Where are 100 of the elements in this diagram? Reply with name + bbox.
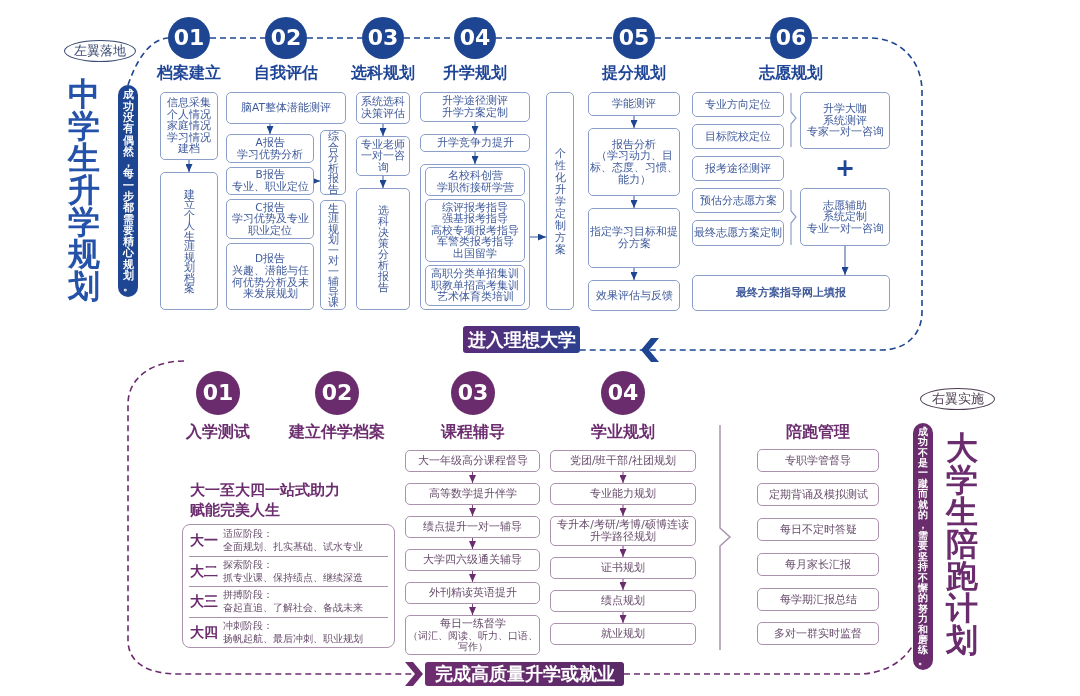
step-box: 目标院校定位 <box>692 124 784 149</box>
year-label: 大一 <box>190 532 218 549</box>
vertical-box: 选科决策分析报告 <box>356 188 410 310</box>
item-text: 高校专项报考指导 <box>431 224 519 237</box>
step-box <box>425 199 525 262</box>
stage-name: 冲刺阶段： <box>223 619 273 631</box>
item-text: 学习优势及专业职业定位 <box>230 213 310 237</box>
item-text: 军警类报考指导 <box>436 236 514 248</box>
item-text: 升学途径测评 <box>442 95 508 107</box>
step-box: 外刊精读英语提升 <box>405 582 540 604</box>
motto-pill: 成功不是一蹴而就的，需要坚持不懈的努力和磨练。 <box>913 423 933 670</box>
item-text: 系统定制 <box>823 211 867 223</box>
group-box <box>420 164 530 310</box>
step-box: 指定学习目标和提分方案 <box>588 208 680 268</box>
item-text: 系统测评 <box>823 114 867 127</box>
item-text: 家庭情况 <box>167 120 211 132</box>
step-heading: 学业规划 <box>591 422 655 442</box>
item-text: 升学大咖 <box>823 103 867 115</box>
year-label: 大二 <box>190 562 218 579</box>
step-box: 效果评估与反馈 <box>588 280 680 311</box>
section-title: 中学生升学规划 <box>66 78 101 304</box>
item-text: B报告 <box>255 169 285 181</box>
section-title: 大学生陪跑计划 <box>944 432 979 658</box>
item-text: 专家一对一咨询 <box>806 126 884 138</box>
step-box <box>160 92 218 160</box>
stage-name: 拼搏阶段： <box>223 589 273 601</box>
step-box: 大一年级高分课程督导 <box>405 450 540 472</box>
step-box: 绩点提升一对一辅导 <box>405 516 540 538</box>
stage-table <box>182 524 395 648</box>
item-text: 职教单招高考集训 <box>431 279 519 292</box>
item-text: 兴趣、潜能与任何优势分析及未来发展规划 <box>230 264 310 300</box>
step-heading: 选科规划 <box>351 63 415 83</box>
vertical-box: 综合分析报告 <box>320 130 346 195</box>
step-box: 专业老师一对一咨询 <box>356 136 410 176</box>
vertical-box: 生涯规划一对一辅导课 <box>320 200 346 310</box>
year-label: 大三 <box>190 593 218 610</box>
item-text: 专升本/考研/考博/硕博连读 <box>557 519 689 531</box>
dashed-connector <box>495 37 614 39</box>
number-circle: 04 <box>454 17 496 59</box>
number-circle: 01 <box>168 17 210 59</box>
step-box: 学能测评 <box>588 92 680 116</box>
item-text: 建档 <box>178 143 200 155</box>
step-box: 专业能力规划 <box>550 483 696 505</box>
step-box <box>226 199 314 239</box>
step-box <box>226 134 314 163</box>
milestone-banner: 完成高质量升学或就业 <box>425 662 624 686</box>
item-text: 升学方案定制 <box>442 107 508 119</box>
number-circle: 06 <box>770 17 812 59</box>
motto-pill: 成功没有偶然，每一步都需要精心规划。 <box>118 85 138 297</box>
item-text: 学习优势分析 <box>237 148 303 161</box>
item-text: 学习情况 <box>167 131 211 144</box>
stage-text: 全面规划、扎实基础、试水专业 <box>223 541 363 553</box>
step-heading: 入学测试 <box>186 422 250 442</box>
step-heading: 自我评估 <box>254 63 318 83</box>
milestone-banner: 进入理想大学 <box>463 326 580 353</box>
arrow <box>266 123 274 135</box>
step-box: 大学四六级通关辅导 <box>405 549 540 571</box>
item-text: D报告 <box>254 253 286 265</box>
stage-name: 探索阶段： <box>223 558 273 570</box>
step-box: 定期背诵及模拟测试 <box>757 483 879 506</box>
step-heading: 课程辅导 <box>441 422 505 442</box>
column-heading: 陪跑管理 <box>785 421 851 443</box>
item-text: 个人情况 <box>167 108 211 121</box>
step-box: 绩点规划 <box>550 590 696 612</box>
slogan-text: 赋能完美人生 <box>190 501 280 520</box>
step-box <box>550 516 696 546</box>
item-text: A报告 <box>255 136 285 148</box>
item-text: （学习动力、目标、态度、习惯、能力） <box>590 150 678 186</box>
item-text: 高职分类单招集训 <box>431 268 519 280</box>
step-box: 多对一群实时监督 <box>757 622 879 645</box>
section-tag: 右翼实施 <box>920 388 995 410</box>
item-text: C报告 <box>255 201 285 214</box>
item-text: 志愿辅助 <box>823 199 867 212</box>
item-text: 强基报考指导 <box>442 213 508 225</box>
step-box: 系统选科决策评估 <box>356 92 410 124</box>
item-text: 每日一练督学 <box>439 618 506 630</box>
number-circle: 05 <box>613 17 655 59</box>
number-circle: 01 <box>196 371 240 415</box>
step-box: 专职学管督导 <box>757 449 879 472</box>
step-box: 高等数学提升伴学 <box>405 483 540 505</box>
step-box: 证书规划 <box>550 557 696 579</box>
step-box: 脑AT整体潜能测评 <box>226 92 346 124</box>
step-heading: 提分规划 <box>602 63 666 83</box>
step-box <box>800 92 890 149</box>
step-box: 预估分志愿方案 <box>692 188 784 213</box>
step-box: 每学期汇报总结 <box>757 588 879 611</box>
item-text: 综评报考指导 <box>442 201 508 214</box>
dashed-connector <box>623 644 914 675</box>
item-text: 艺术体育类培训 <box>436 291 514 303</box>
step-heading: 升学规划 <box>443 63 507 83</box>
item-text: 专业一对一咨询 <box>806 222 884 235</box>
step-box: 报考途径测评 <box>692 156 784 181</box>
item-text: 信息采集 <box>167 97 211 109</box>
item-text: 专业、职业定位 <box>231 181 309 193</box>
year-label: 大四 <box>190 623 218 640</box>
item-text: （词汇、阅读、听力、口语、写作） <box>407 629 538 652</box>
stage-name: 适应阶段： <box>223 528 273 540</box>
vertical-box: 建立个人生涯规划档案 <box>160 172 218 310</box>
step-box <box>226 167 314 195</box>
section-tag: 左翼落地 <box>64 40 136 62</box>
